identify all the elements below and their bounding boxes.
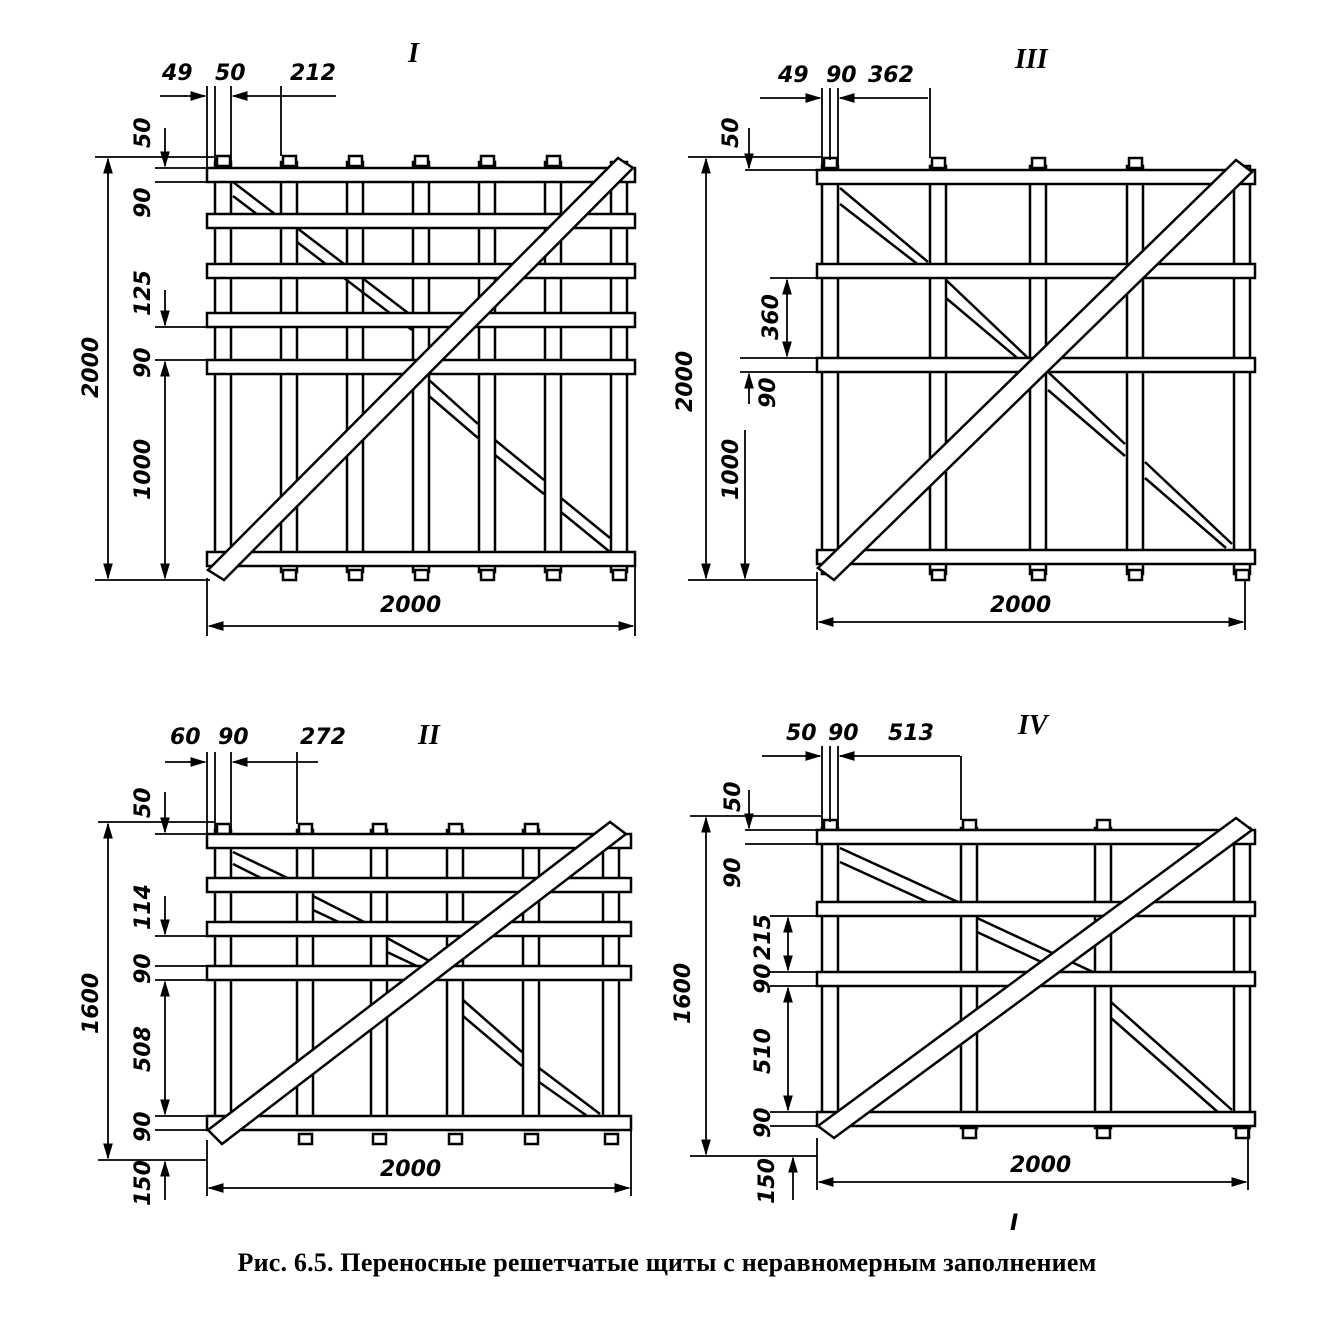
panel-iv-top-dim-1: 50 (786, 721, 817, 746)
panel-iii-braces (839, 187, 1233, 549)
panel-i-left-dim-4: 90 (131, 347, 156, 378)
panel-iv-left-dim-2: 90 (721, 857, 746, 888)
panel-iv-left-dim-5: 510 (751, 1028, 776, 1074)
panel-i-left-dim-3: 125 (131, 270, 156, 316)
panel-iv-height-dim: 1600 (671, 963, 696, 1024)
panel-ii-left-dim-3: 90 (131, 953, 156, 984)
panel-ii: II (79, 720, 633, 1206)
panel-ii-rails (205, 832, 633, 1132)
panel-iv-main-diagonal (815, 816, 1255, 1140)
panel-i-main-diagonal (206, 156, 635, 582)
panel-ii-left-dim-5: 90 (131, 1111, 156, 1142)
panel-ii-left-dim-1: 50 (131, 787, 156, 818)
panel-iii-width-dim: 2000 (990, 593, 1051, 618)
panel-iii-main-diagonal (816, 158, 1254, 582)
panel-iv-top-dim-3: 513 (888, 721, 934, 746)
panel-iii-label: III (1014, 44, 1049, 75)
panel-iii-left-dim-2: 360 (759, 294, 784, 340)
panel-ii-left-dim-4: 508 (131, 1026, 156, 1072)
panel-i-top-dim-1: 49 (161, 61, 193, 86)
panel-i-left-dim-2: 90 (131, 187, 156, 218)
panel-iii-height-dim: 2000 (673, 351, 698, 412)
panel-iii-top-dim-2: 90 (826, 63, 857, 88)
panel-ii-height-dim: 1600 (79, 973, 104, 1034)
panel-ii-label: II (417, 720, 441, 751)
panel-iii: III (673, 44, 1257, 630)
panel-iii-left-dim-1: 50 (719, 117, 744, 148)
panel-i-left-dim-1: 50 (131, 117, 156, 148)
panel-iii-top-dim-3: 362 (868, 63, 914, 88)
panel-ii-width-dim: 2000 (380, 1157, 441, 1182)
panel-i-width-dim: 2000 (380, 593, 441, 618)
panel-iv: IV (671, 710, 1257, 1236)
panel-i-top-dim-3: 212 (290, 61, 336, 86)
panel-iii-left-dim-3: 90 (756, 377, 781, 408)
panel-iv-left-dim-6: 90 (751, 1107, 776, 1138)
panel-ii-main-diagonal (206, 820, 629, 1146)
panel-ii-left-dim-2: 114 (131, 884, 156, 930)
panel-i: I (79, 38, 637, 636)
panel-iv-left-dim-4: 90 (751, 963, 776, 994)
panel-i-top-dim-2: 50 (215, 61, 246, 86)
panel-i-left-dim-5: 1000 (131, 439, 156, 500)
panel-iv-left-dim-1: 50 (721, 781, 746, 812)
panel-iv-label: IV (1017, 710, 1050, 741)
panel-iv-left-dim-3: 215 (751, 914, 776, 960)
panel-i-height-dim: 2000 (79, 337, 104, 398)
panel-ii-top-dim-1: 60 (170, 725, 201, 750)
panel-ii-top-dim-2: 90 (218, 725, 249, 750)
figure-caption: Рис. 6.5. Переносные решетчатые щиты с н… (237, 1248, 1097, 1277)
panel-iv-top-dim-2: 90 (828, 721, 859, 746)
panel-iii-left-dim-4: 1000 (719, 439, 744, 500)
panel-ii-left-dim-6: 150 (131, 1160, 156, 1206)
panel-ii-top-dim-3: 272 (300, 725, 346, 750)
panel-iv-width-dim: 2000 (1010, 1153, 1071, 1178)
panel-i-label: I (407, 38, 420, 69)
stray-mark: I (1010, 1211, 1018, 1236)
panel-iii-top-dim-1: 49 (777, 63, 809, 88)
panel-iv-left-dim-7: 150 (755, 1158, 780, 1204)
